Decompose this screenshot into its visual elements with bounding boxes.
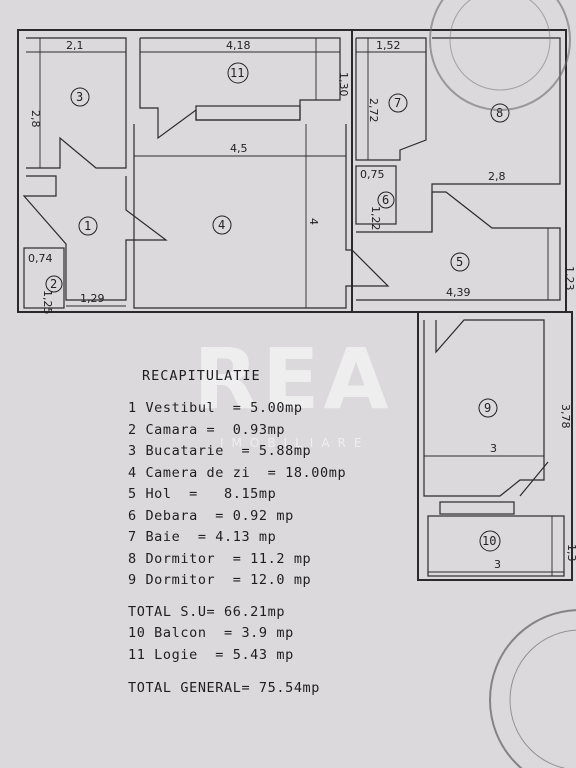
dim-3: 3 <box>490 442 497 455</box>
svg-text:5: 5 <box>456 255 463 269</box>
dim-1-29: 1,29 <box>80 292 105 305</box>
room-marker-11: 11 <box>227 62 249 84</box>
dim-1-52: 1,52 <box>376 39 401 52</box>
official-stamp-bottom-right <box>489 609 576 768</box>
recap-item-7: 7 Baie = 4.13 mp <box>128 529 277 545</box>
recap-item-3: 3 Bucatarie = 5.88mp <box>128 443 312 459</box>
dim-0-75: 0,75 <box>360 168 385 181</box>
wall-room-8 <box>431 37 561 232</box>
wall-room-1 <box>22 175 168 301</box>
recap-extra-11: 11 Logie = 5.43 mp <box>128 646 294 663</box>
recap-item-5: 5 Hol = 8.15mp <box>128 486 277 502</box>
svg-text:4: 4 <box>218 218 225 232</box>
wall-outer-bottom-right <box>417 311 573 581</box>
svg-text:8: 8 <box>496 106 503 120</box>
wall-window-10 <box>439 501 515 515</box>
wall-room-2 <box>23 247 65 309</box>
svg-text:10: 10 <box>482 534 496 548</box>
svg-text:7: 7 <box>394 96 401 110</box>
recap-table: RECAPITULATIE 1 Vestibul = 5.00mp 2 Cama… <box>128 368 418 702</box>
wall-door-9 <box>519 461 549 497</box>
wall-window-11 <box>195 105 301 121</box>
recap-title: RECAPITULATIE <box>142 368 261 384</box>
svg-text:1: 1 <box>84 219 91 233</box>
dim-3-78: 3,78 <box>559 404 572 429</box>
recap-item-8: 8 Dormitor = 11.2 mp <box>128 550 312 567</box>
room-marker-2: 2 <box>45 275 63 293</box>
recap-extra-10: 10 Balcon = 3.9 mp <box>128 625 294 641</box>
rea-watermark-logo: REA <box>193 330 393 428</box>
recap-item-4: 4 Camera de zi = 18.00mp <box>128 464 347 481</box>
recap-item-6: 6 Debara = 0.92 mp <box>128 507 294 524</box>
dim-4-5: 4,5 <box>230 142 248 155</box>
dim-1-30: 1,30 <box>337 72 350 97</box>
dim-3b: 3 <box>494 558 501 571</box>
wall-room-7 <box>355 37 427 161</box>
dim-4-39: 4,39 <box>446 286 471 299</box>
dim-4-18: 4,18 <box>226 39 251 52</box>
dim-1-3: 1,3 <box>565 544 576 562</box>
dim-2-8: 2,8 <box>29 110 42 128</box>
rea-watermark-subtitle: IMOBILIARE <box>220 436 370 450</box>
room-marker-3: 3 <box>70 87 90 107</box>
svg-text:2: 2 <box>50 277 57 291</box>
wall-room-3 <box>26 37 127 169</box>
wall-room-4 <box>133 124 390 309</box>
room-marker-10: 10 <box>479 530 501 552</box>
dim-4: 4 <box>307 218 320 225</box>
room-marker-8: 8 <box>490 103 510 123</box>
official-stamp-top-right <box>429 0 571 111</box>
room-marker-5: 5 <box>450 252 470 272</box>
dim-1-22: 1,22 <box>369 206 382 231</box>
wall-room-10 <box>427 515 565 577</box>
room-marker-9: 9 <box>478 398 498 418</box>
dim-1-23: 1,23 <box>563 266 576 291</box>
dim-0-74: 0,74 <box>28 252 53 265</box>
recap-item-1: 1 Vestibul = 5.00mp <box>128 400 303 416</box>
wall-room-6 <box>355 165 397 225</box>
svg-text:3: 3 <box>76 90 83 104</box>
wall-outer-top-left <box>17 29 353 313</box>
recap-item-9: 9 Dormitor = 12.0 mp <box>128 572 312 588</box>
recap-total-general: TOTAL GENERAL= 75.54mp <box>128 680 321 696</box>
recap-total-su: TOTAL S.U= 66.21mp <box>128 603 286 620</box>
dim-1-25: 1,25 <box>41 290 54 315</box>
dim-2-1: 2,1 <box>66 39 84 52</box>
svg-text:6: 6 <box>382 193 389 207</box>
room-marker-1: 1 <box>78 216 98 236</box>
wall-room-5 <box>356 191 561 301</box>
svg-text:11: 11 <box>230 66 244 80</box>
dim-2-72: 2,72 <box>367 98 380 123</box>
recap-item-2: 2 Camara = 0.93mp <box>128 421 286 438</box>
svg-text:9: 9 <box>484 401 491 415</box>
room-marker-7: 7 <box>388 93 408 113</box>
room-marker-4: 4 <box>212 215 232 235</box>
room-marker-6: 6 <box>377 191 395 209</box>
dim-2-8b: 2,8 <box>488 170 506 183</box>
wall-room-11 <box>139 37 341 140</box>
